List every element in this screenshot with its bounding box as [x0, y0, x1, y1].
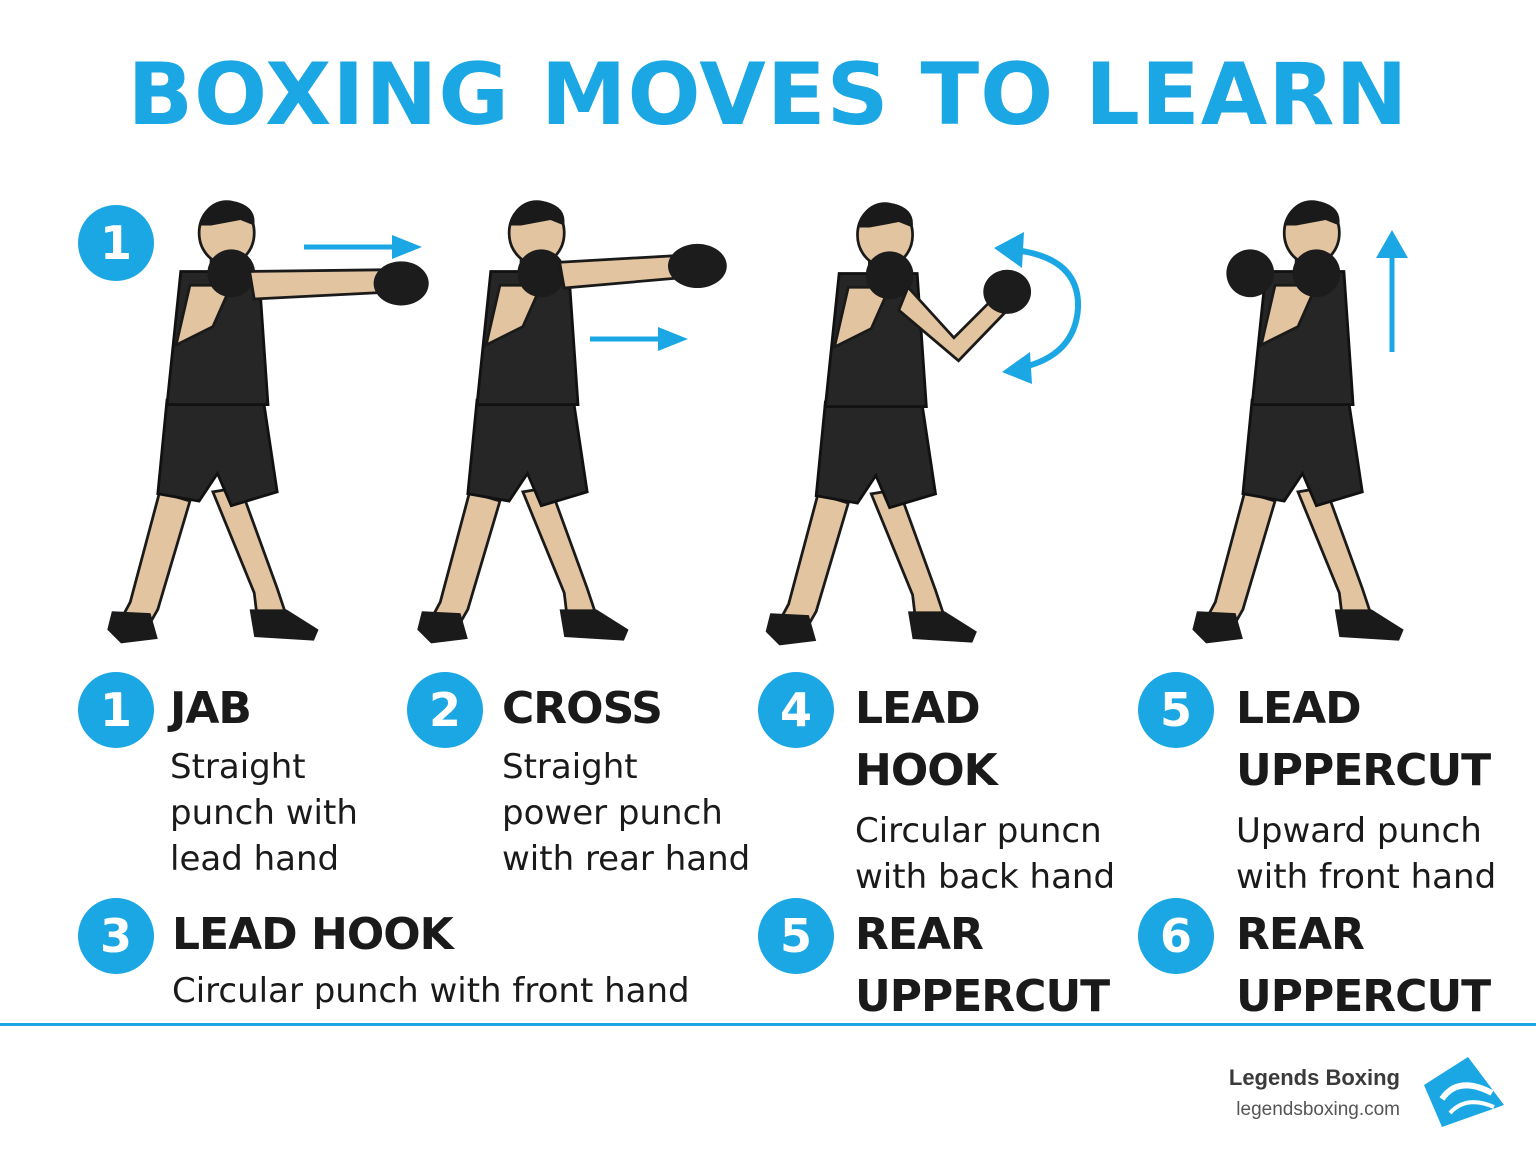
arrow-right-icon — [304, 235, 422, 259]
footer-divider — [0, 1023, 1536, 1026]
figure-number-badge: 1 — [78, 205, 154, 281]
cross-figure — [415, 199, 727, 645]
move-number-badge: 5 — [758, 898, 834, 974]
move-description: Upward punch with front hand — [1236, 811, 1497, 897]
move-number-badge: 2 — [407, 672, 483, 748]
move-number-badge: 3 — [78, 898, 154, 974]
move-name: REAR UPPERCUT — [855, 909, 1110, 1022]
move-description: Straight power punch with rear hand — [502, 747, 751, 879]
arrow-up-icon — [1376, 230, 1408, 352]
brand-url: legendsboxing.com — [1236, 1099, 1400, 1120]
jab-figure — [105, 199, 429, 645]
move-name: REAR UPPERCUT — [1236, 909, 1491, 1022]
move-name: LEAD UPPERCUT — [1236, 683, 1491, 796]
move-name: CROSS — [502, 683, 663, 734]
move-number-badge: 6 — [1138, 898, 1214, 974]
move-description: Straight punch with lead hand — [170, 747, 358, 879]
move-name: LEAD HOOK — [172, 909, 454, 960]
circular-arrow-icon — [994, 232, 1082, 384]
arrow-right-icon — [590, 327, 688, 351]
page-title: BOXING MOVES TO LEARN — [127, 45, 1409, 145]
uppercut-figure — [1191, 199, 1405, 645]
move-description: Circular punch with front hand — [172, 971, 690, 1011]
move-number-badge: 4 — [758, 672, 834, 748]
move-description: Circular puncn with back hand — [855, 811, 1116, 897]
move-name: LEAD HOOK — [855, 683, 998, 796]
move-number-badge: 5 — [1138, 672, 1214, 748]
hook-figure — [764, 201, 1032, 647]
brand-name: Legends Boxing — [1228, 1065, 1400, 1090]
brand-logo-icon — [1424, 1057, 1504, 1127]
move-number-badge: 1 — [78, 672, 154, 748]
move-name: JAB — [170, 683, 252, 734]
